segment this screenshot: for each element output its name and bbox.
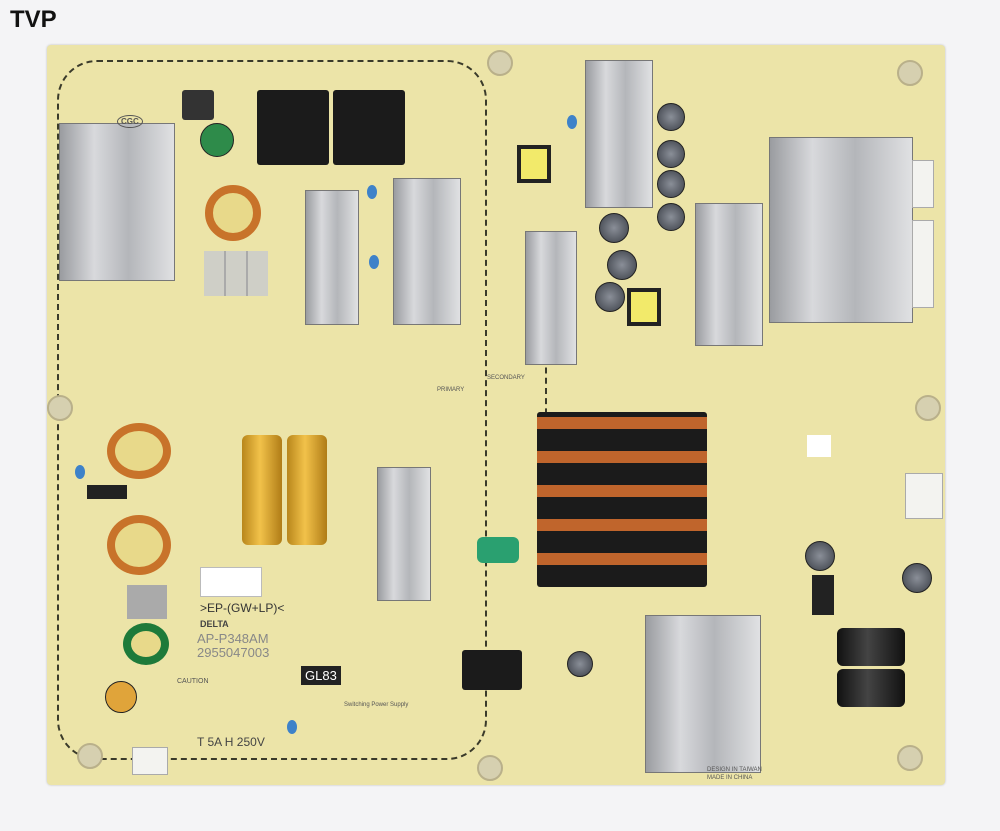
capacitor — [657, 170, 685, 198]
output-capacitor — [837, 628, 905, 666]
toroid-coil — [205, 185, 261, 241]
mounting-hole — [47, 395, 73, 421]
heatsink — [393, 178, 461, 325]
caution-label: CAUTION — [177, 678, 209, 685]
heatsink — [377, 467, 431, 601]
secondary-label: SECONDARY — [487, 375, 525, 381]
bridge-rectifier — [87, 485, 127, 499]
y-capacitor — [75, 465, 85, 479]
bulk-capacitor — [287, 435, 327, 545]
capacitor — [567, 651, 593, 677]
primary-label: PRIMARY — [437, 387, 465, 393]
heatsink — [59, 123, 175, 281]
cert-mark: CGC — [117, 115, 143, 128]
mounting-hole — [897, 745, 923, 771]
y-capacitor — [367, 185, 377, 199]
inductor-coil — [123, 623, 169, 665]
capacitor — [595, 282, 625, 312]
mounting-hole — [897, 60, 923, 86]
capacitor — [657, 140, 685, 168]
heatsink — [525, 231, 577, 365]
x-capacitors — [204, 251, 268, 296]
toroid-coil — [107, 423, 171, 479]
made-label: MADE IN CHINA — [707, 775, 753, 781]
qr-sticker — [200, 567, 262, 597]
heatsink — [695, 203, 763, 346]
psu-label: Switching Power Supply — [344, 702, 409, 708]
common-mode-choke — [333, 90, 405, 165]
y-capacitor — [287, 720, 297, 734]
heatsink — [645, 615, 761, 773]
common-mode-choke — [257, 90, 329, 165]
thermistor — [105, 681, 137, 713]
fuse-rating: T 5A H 250V — [197, 735, 265, 749]
heatsink — [305, 190, 359, 325]
model-label: AP-P348AM — [197, 631, 269, 646]
regulator — [812, 575, 834, 615]
part-number: 2955047003 — [197, 645, 270, 660]
qr-sticker — [807, 435, 831, 457]
relay — [127, 585, 167, 619]
brand-label: DELTA — [200, 619, 229, 629]
main-transformer — [537, 412, 707, 587]
capacitor — [657, 103, 685, 131]
pcb-board: CGC >EP-(GW+LP)< DELTA AP-P348AM 2955047… — [47, 45, 945, 785]
film-capacitor — [477, 537, 519, 563]
heatsink — [769, 137, 913, 323]
connector — [905, 473, 943, 519]
capacitor — [805, 541, 835, 571]
inductor — [462, 650, 522, 690]
code-label: GL83 — [301, 666, 341, 685]
mounting-hole — [487, 50, 513, 76]
mounting-hole — [77, 743, 103, 769]
capacitor — [599, 213, 629, 243]
capacitor — [902, 563, 932, 593]
standby-transformer — [627, 288, 661, 326]
ac-input-connector — [132, 747, 168, 775]
mounting-hole — [915, 395, 941, 421]
standby-transformer — [517, 145, 551, 183]
design-label: DESIGN IN TAIWAN — [707, 767, 762, 773]
capacitor — [657, 203, 685, 231]
varistor — [200, 123, 234, 157]
watermark-logo: TVP — [10, 6, 57, 33]
heatsink — [585, 60, 653, 208]
variant-label: >EP-(GW+LP)< — [200, 601, 285, 615]
toroid-coil — [107, 515, 171, 575]
capacitor — [607, 250, 637, 280]
relay — [182, 90, 214, 120]
y-capacitor — [369, 255, 379, 269]
connector — [912, 160, 934, 208]
y-capacitor — [567, 115, 577, 129]
mounting-hole — [477, 755, 503, 781]
bulk-capacitor — [242, 435, 282, 545]
connector — [912, 220, 934, 308]
output-capacitor — [837, 669, 905, 707]
